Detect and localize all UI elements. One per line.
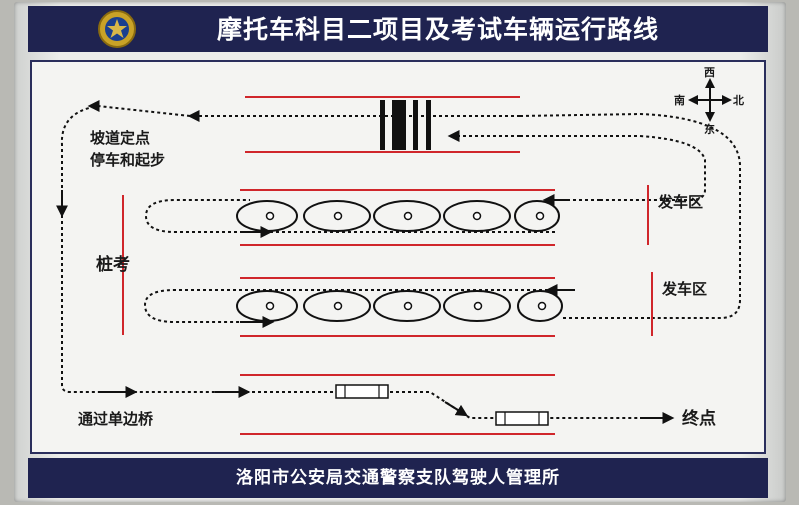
compass-south-label: 南 <box>674 93 685 107</box>
stop-zone-bar <box>413 100 418 150</box>
finish-label: 终点 <box>682 408 716 429</box>
ramp-section <box>187 96 520 153</box>
police-emblem-icon <box>98 10 136 48</box>
ramp-label-line2: 停车和起步 <box>90 151 165 169</box>
bridge-section <box>215 374 675 435</box>
footer-text: 洛阳市公安局交通警察支队驾驶人管理所 <box>236 468 560 488</box>
header-banner: 摩托车科目二项目及考试车辆运行路线 <box>28 6 768 52</box>
ramp-label-line1: 坡道定点 <box>90 129 150 147</box>
pile-test-label: 桩考 <box>96 254 130 275</box>
footer-banner: 洛阳市公安局交通警察支队驾驶人管理所 <box>28 458 768 498</box>
page-title: 摩托车科目二项目及考试车辆运行路线 <box>216 15 659 44</box>
plank-upper <box>335 384 389 399</box>
compass-east-label: 东 <box>704 122 715 136</box>
compass-west-label: 西 <box>704 66 715 79</box>
pile-markers <box>265 301 547 311</box>
stop-zone-bar <box>392 100 406 150</box>
compass-north-label: 北 <box>733 93 744 107</box>
stop-zone-bar <box>426 100 431 150</box>
bridge-label: 通过单边桥 <box>78 410 154 428</box>
start-zone-label-top: 发车区 <box>657 193 703 211</box>
pile-loop-path <box>143 289 650 323</box>
return-route-path <box>520 135 706 201</box>
compass-icon <box>688 78 732 122</box>
start-zone-label-bottom: 发车区 <box>661 280 707 298</box>
stop-zone-bar <box>380 100 385 150</box>
pile-ovals <box>236 290 563 322</box>
bridge-route-path <box>240 391 650 419</box>
return-route-path <box>519 112 741 319</box>
plank-lower <box>495 411 549 426</box>
direction-arrow <box>444 401 469 417</box>
pile-test-upper <box>144 185 649 246</box>
pile-test-lower <box>122 195 653 337</box>
pile-ovals <box>236 200 560 232</box>
pile-markers <box>265 211 545 221</box>
outer-route-path <box>60 104 240 393</box>
